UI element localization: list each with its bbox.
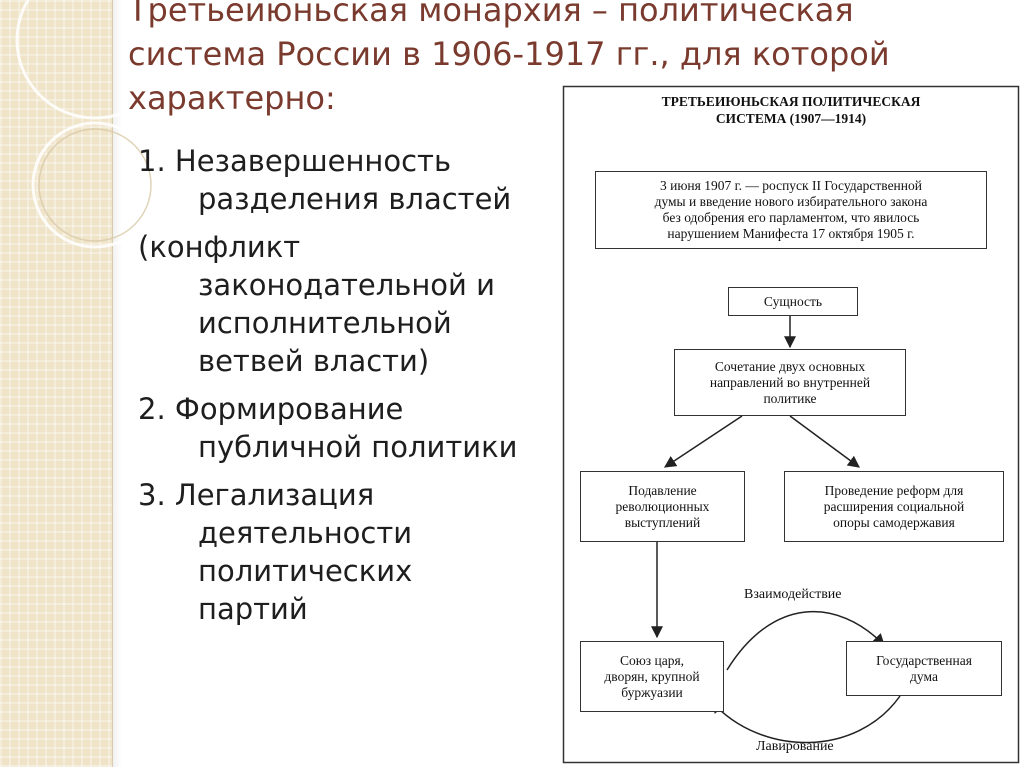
union-line: буржуазии (621, 684, 683, 700)
list-item-text: (конфликт (138, 230, 301, 264)
reforms-box: Проведение реформ для расширения социаль… (784, 471, 1004, 542)
reforms-line: расширения социальной (823, 498, 965, 514)
event-line: думы и введение нового избирательного за… (654, 194, 928, 209)
arrow-to-reforms (789, 415, 860, 468)
list-item-text: партий (198, 592, 308, 626)
combination-box: Сочетание двух основных направлений во в… (674, 349, 906, 416)
union-line: дворян, крупной (604, 668, 700, 684)
body-list: 1. Незавершенность разделения властей (к… (138, 142, 558, 638)
diagram-title-line: СИСТЕМА (1907—1914) (715, 111, 867, 126)
title-line: характерно: (128, 79, 336, 117)
list-item-text: 2. Формирование (138, 392, 404, 426)
list-item-text: деятельности (198, 516, 413, 550)
combination-line: направлений во внутренней (709, 374, 871, 390)
list-item-text: 3. Легализация (138, 478, 375, 512)
duma-line: дума (910, 668, 938, 684)
list-item: 2. Формирование публичной политики (138, 390, 558, 466)
reforms-line: Проведение реформ для (824, 482, 964, 498)
diagram-title-line: ТРЕТЬЕИЮНЬСКАЯ ПОЛИТИЧЕСКАЯ (661, 94, 921, 109)
title-line: Третьеиюньская монархия – политическая (128, 0, 854, 29)
suppression-line: выступлений (624, 514, 701, 530)
arrow-to-suppression (663, 415, 743, 468)
duma-line: Государственная (876, 652, 972, 668)
political-system-diagram: ТРЕТЬЕИЮНЬСКАЯ ПОЛИТИЧЕСКАЯ СИСТЕМА (190… (562, 85, 1020, 765)
suppression-box: Подавление революционных выступлений (580, 471, 745, 542)
list-item-text: публичной политики (198, 430, 518, 464)
title-line: система России в 1906-1917 гг., для кото… (128, 35, 890, 73)
list-item: 1. Незавершенность разделения властей (138, 142, 558, 218)
combination-line: Сочетание двух основных (714, 358, 866, 374)
list-item-text: 1. Незавершенность (138, 144, 452, 178)
essence-box: Сущность (728, 287, 858, 316)
event-line: без одобрения его парламентом, что явило… (662, 210, 920, 225)
suppression-line: Подавление (628, 482, 697, 498)
diagram-title: ТРЕТЬЕИЮНЬСКАЯ ПОЛИТИЧЕСКАЯ СИСТЕМА (190… (562, 93, 1020, 127)
event-box: 3 июня 1907 г. — роспуск II Государствен… (595, 171, 987, 249)
union-line: Союз царя, (619, 652, 685, 668)
list-item-text: законодательной и (198, 268, 495, 302)
list-item: (конфликт законодательной и исполнительн… (138, 228, 558, 380)
maneuvering-label: Лавирование (756, 739, 834, 754)
decorative-side-strip (0, 0, 113, 767)
suppression-line: революционных (615, 498, 710, 514)
union-box: Союз царя, дворян, крупной буржуазии (580, 641, 724, 712)
decorative-rings (15, 0, 175, 249)
list-item-text: ветвей власти) (198, 344, 430, 378)
slide-title: Третьеиюньская монархия – политическая с… (128, 0, 890, 120)
reforms-line: опоры самодержавия (833, 514, 955, 530)
list-item-text: исполнительной (198, 306, 452, 340)
interaction-label: Взаимодействие (744, 587, 842, 602)
event-line: 3 июня 1907 г. — роспуск II Государствен… (660, 178, 922, 193)
list-item-text: разделения властей (198, 182, 512, 216)
list-item-text: политических (198, 554, 413, 588)
event-line: нарушением Манифеста 17 октября 1905 г. (667, 226, 915, 241)
duma-box: Государственная дума (846, 641, 1002, 696)
arrow-interaction (726, 610, 885, 671)
strip-shadow (112, 0, 122, 767)
essence-label: Сущность (763, 293, 823, 309)
arrow-maneuvering (711, 695, 901, 744)
list-item: 3. Легализация деятельности политических… (138, 476, 558, 628)
combination-line: политике (763, 390, 817, 406)
